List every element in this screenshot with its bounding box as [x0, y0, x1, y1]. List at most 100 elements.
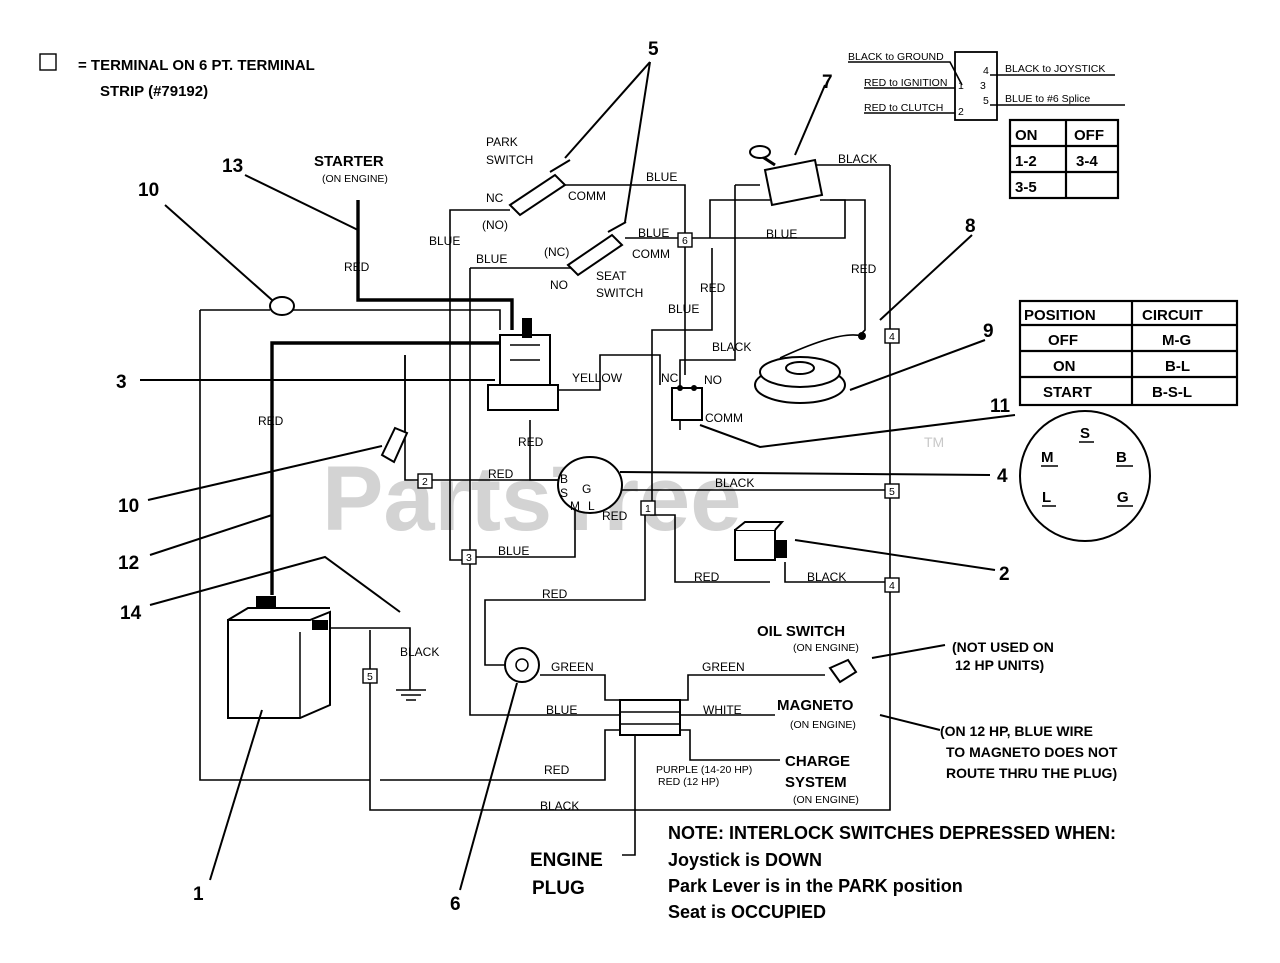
- wire-blue-4: BLUE: [638, 226, 669, 240]
- wire-purple: PURPLE (14-20 HP): [656, 764, 752, 776]
- callout-7: 7: [822, 72, 833, 93]
- wire-red-interlock: RED: [700, 281, 726, 295]
- contact-labels: NC (NO) COMM (NC) NO COMM NC NO COMM: [482, 189, 743, 425]
- battery: [227, 596, 331, 719]
- engine-plug-label-1: ENGINE: [530, 850, 603, 871]
- key-b: B: [560, 472, 568, 486]
- wire-blue-key: BLUE: [498, 544, 529, 558]
- legend-terminal-symbol: [39, 53, 57, 71]
- callout-leaders: [140, 61, 1016, 891]
- terminal-2: 2: [417, 473, 433, 489]
- seat-no: NO: [550, 278, 568, 292]
- park-nc: NC: [486, 191, 504, 205]
- interlock-switch: [671, 385, 703, 421]
- interlock-note-line-1: Joystick is DOWN: [668, 850, 822, 870]
- joystick-pin-diagram: BLACK to GROUND RED to IGNITION RED to C…: [848, 51, 1125, 121]
- pin-left-3: RED to CLUTCH: [864, 102, 943, 114]
- ign-r3c2: B-S-L: [1152, 384, 1192, 401]
- joystick-switch: [749, 145, 824, 207]
- terminal-4-upper: 4: [884, 328, 900, 344]
- face-m: M: [1041, 449, 1054, 466]
- ignition-table: POSITION CIRCUIT OFF M-G ON B-L START B-…: [1018, 299, 1239, 407]
- charge-system-sub-label: (ON ENGINE): [793, 794, 859, 806]
- terminal-5-right: 5: [884, 483, 900, 499]
- terminal-boxes: 1 2 3 4 4 5 5 6: [362, 232, 900, 684]
- spark-plug-boot-upper: [269, 296, 295, 316]
- svg-text:5: 5: [889, 486, 895, 498]
- callout-9: 9: [983, 321, 994, 342]
- key-l: L: [588, 499, 595, 513]
- seat-switch-label-1: SEAT: [596, 269, 627, 283]
- note-12hp-1: (ON 12 HP, BLUE WIRE: [940, 723, 1093, 739]
- charge-system-label-1: CHARGE: [785, 753, 850, 770]
- callout-numbers: 1 2 3 4 5 6 7 8 9 10 10 11 12 13 14: [116, 39, 1011, 915]
- callout-1: 1: [193, 884, 204, 905]
- on-off-r1c2: 3-4: [1076, 153, 1098, 170]
- callout-4: 4: [997, 466, 1008, 487]
- pin-left-1: BLACK to GROUND: [848, 51, 944, 63]
- key-s: S: [560, 486, 568, 500]
- watermark-tm: TM: [924, 434, 944, 450]
- key-m: M: [570, 499, 580, 513]
- terminal-6: 6: [677, 232, 693, 248]
- pin-2: 2: [958, 106, 964, 118]
- ign-header-position: POSITION: [1024, 307, 1096, 324]
- wire-blue-5: BLUE: [766, 227, 797, 241]
- side-notes: (NOT USED ON 12 HP UNITS) (ON 12 HP, BLU…: [940, 639, 1118, 781]
- ign-r2c2: B-L: [1165, 358, 1190, 375]
- on-off-table: ON OFF 1-2 3-4 3-5: [1008, 118, 1120, 200]
- magneto-label: MAGNETO: [777, 697, 854, 714]
- wire-blue-1: BLUE: [429, 234, 460, 248]
- wire-green-2: GREEN: [702, 660, 745, 674]
- legend-line-1: = TERMINAL ON 6 PT. TERMINAL: [78, 57, 315, 74]
- starter-label: STARTER: [314, 153, 384, 170]
- wire-labels: RED BLUE BLUE BLUE BLUE BLUE BLUE BLACK …: [258, 152, 877, 813]
- wire-white: WHITE: [703, 703, 742, 717]
- wire-red-12hp: RED (12 HP): [658, 776, 719, 788]
- oil-switch-sub-label: (ON ENGINE): [793, 642, 859, 654]
- ignition-face: S M B L G: [1019, 410, 1151, 542]
- pin-3: 3: [980, 80, 986, 92]
- park-switch-label-2: SWITCH: [486, 153, 533, 167]
- callout-3: 3: [116, 372, 127, 393]
- oil-switch-label: OIL SWITCH: [757, 623, 845, 640]
- wire-black-key: BLACK: [715, 476, 754, 490]
- svg-text:3: 3: [466, 552, 472, 564]
- legend-line-2: STRIP (#79192): [100, 83, 208, 100]
- wire-red-fuse: RED: [542, 587, 568, 601]
- magneto-sub-label: (ON ENGINE): [790, 719, 856, 731]
- svg-text:5: 5: [367, 671, 373, 683]
- ignition-switch: B S M G L: [557, 456, 623, 514]
- starter-solenoid: [487, 318, 559, 411]
- svg-text:1: 1: [645, 503, 651, 515]
- wire-yellow: YELLOW: [572, 371, 623, 385]
- engine-plug: [619, 699, 681, 736]
- legend: = TERMINAL ON 6 PT. TERMINAL STRIP (#791…: [39, 53, 315, 100]
- pin-right-1: BLACK to JOYSTICK: [1005, 63, 1105, 75]
- wire-black-ground: BLACK: [400, 645, 439, 659]
- callout-8: 8: [965, 216, 976, 237]
- component-labels: STARTER (ON ENGINE) PARK SWITCH SEAT SWI…: [314, 135, 859, 899]
- note-12hp-3: ROUTE THRU THE PLUG): [946, 765, 1117, 781]
- note-not-used-1: (NOT USED ON: [952, 639, 1054, 655]
- wire-black-joystick: BLACK: [838, 152, 877, 166]
- seat-switch: [566, 221, 627, 277]
- wire-blue-6: BLUE: [668, 302, 699, 316]
- charge-system-label-2: SYSTEM: [785, 774, 847, 791]
- svg-text:2: 2: [422, 476, 428, 488]
- ign-r1c2: M-G: [1162, 332, 1191, 349]
- svg-text:4: 4: [889, 580, 895, 592]
- engine-plug-label-2: PLUG: [532, 878, 585, 899]
- seat-nc: (NC): [544, 245, 569, 259]
- interlock-comm: COMM: [705, 411, 743, 425]
- wire-red-starter: RED: [344, 260, 370, 274]
- note-12hp-2: TO MAGNETO DOES NOT: [946, 744, 1118, 760]
- wire-red-joystick: RED: [851, 262, 877, 276]
- wire-blue-3: BLUE: [646, 170, 677, 184]
- ign-r1c1: OFF: [1048, 332, 1078, 349]
- park-no: (NO): [482, 218, 508, 232]
- wire-red-rectifier: RED: [694, 570, 720, 584]
- svg-text:6: 6: [682, 235, 688, 247]
- wire-blue-magneto: BLUE: [546, 703, 577, 717]
- spark-plug-boot-lower: [380, 355, 409, 464]
